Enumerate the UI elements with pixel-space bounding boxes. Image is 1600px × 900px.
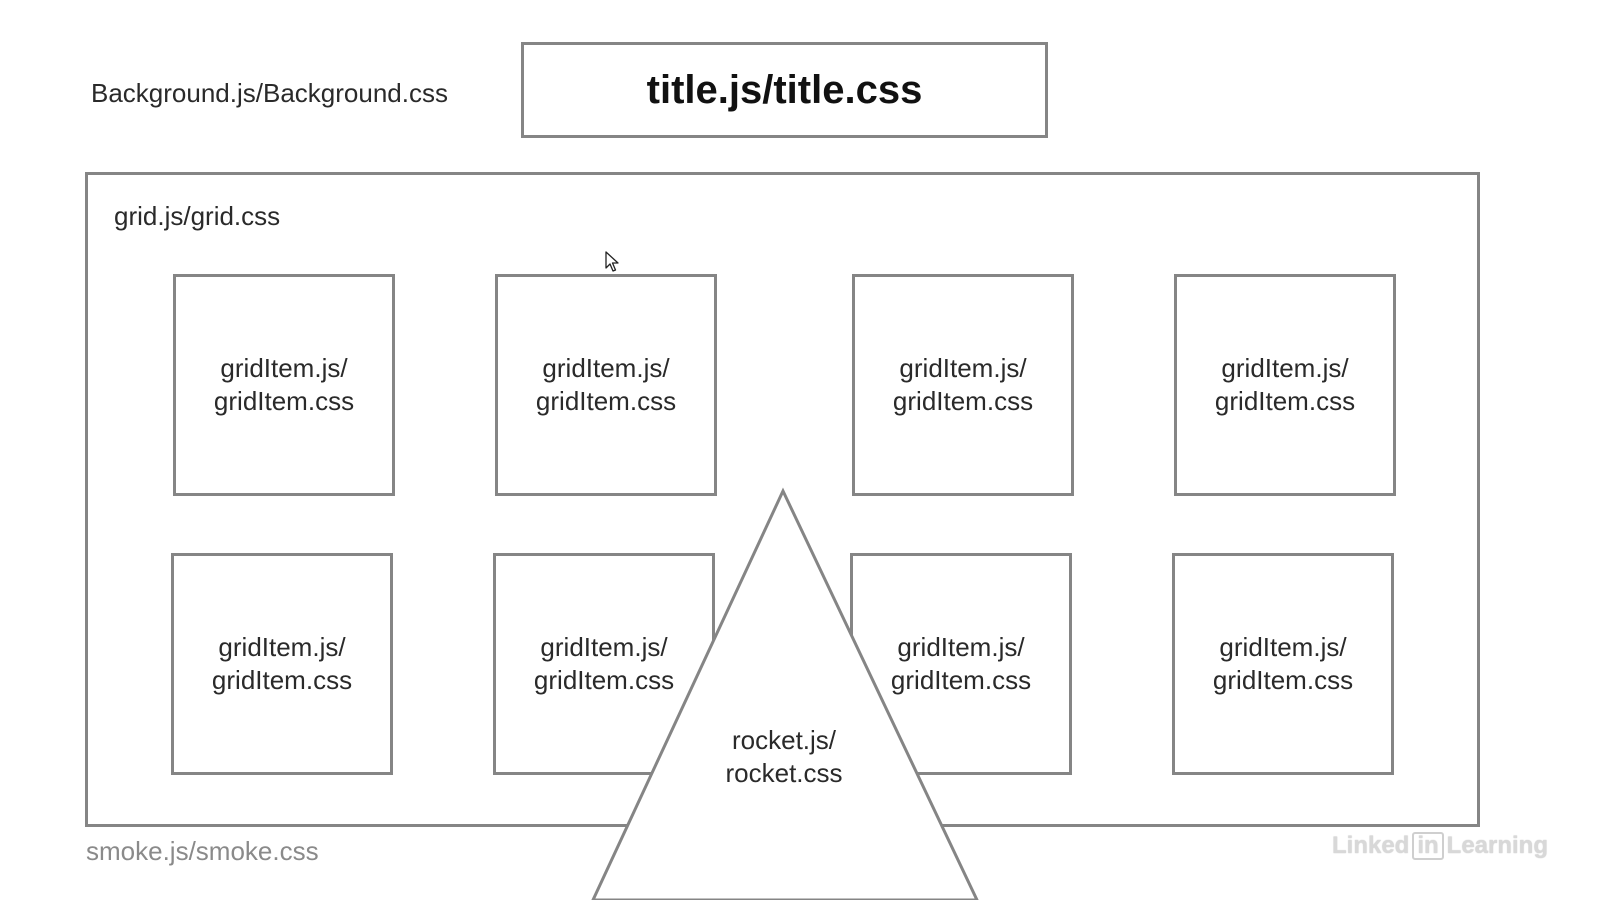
title-label: title.js/title.css xyxy=(646,67,923,112)
smoke-label: smoke.js/smoke.css xyxy=(86,836,319,866)
grid-item-line2: gridItem.css xyxy=(1214,386,1356,416)
grid-item-line1: gridItem.js/ xyxy=(1221,353,1349,383)
grid-item: gridItem.js/ gridItem.css xyxy=(852,274,1074,496)
grid-item: gridItem.js/ gridItem.css xyxy=(171,553,393,775)
grid-label: grid.js/grid.css xyxy=(114,201,281,231)
watermark-suffix: Learning xyxy=(1446,832,1548,859)
grid-item: gridItem.js/ gridItem.css xyxy=(493,553,715,775)
grid-item-line1: gridItem.js/ xyxy=(220,353,348,383)
grid-item-line1: gridItem.js/ xyxy=(1219,632,1347,662)
watermark-prefix: Linked xyxy=(1331,832,1410,859)
mouse-pointer-icon xyxy=(605,251,619,272)
grid-item-line2: gridItem.css xyxy=(211,665,353,695)
grid-item: gridItem.js/ gridItem.css xyxy=(173,274,395,496)
rocket-label-line2: rocket.css xyxy=(725,758,843,788)
grid-item-line2: gridItem.css xyxy=(892,386,1034,416)
grid-item-line1: gridItem.js/ xyxy=(899,353,1027,383)
grid-item: gridItem.js/ gridItem.css xyxy=(1174,274,1396,496)
grid-item: gridItem.js/ gridItem.css xyxy=(495,274,717,496)
grid-item: gridItem.js/ gridItem.css xyxy=(1172,553,1394,775)
grid-item-line2: gridItem.css xyxy=(533,665,675,695)
grid-item-line1: gridItem.js/ xyxy=(542,353,670,383)
rocket-label: rocket.js/ rocket.css xyxy=(684,724,884,790)
rocket-label-line1: rocket.js/ xyxy=(731,725,837,755)
grid-item-line1: gridItem.js/ xyxy=(218,632,346,662)
linkedin-learning-watermark: Linked in Learning xyxy=(1332,832,1548,860)
grid-item-line1: gridItem.js/ xyxy=(897,632,1025,662)
grid-item-line1: gridItem.js/ xyxy=(540,632,668,662)
grid-item-line2: gridItem.css xyxy=(213,386,355,416)
grid-item-line2: gridItem.css xyxy=(890,665,1032,695)
background-label: Background.js/Background.css xyxy=(91,78,448,108)
grid-item-line2: gridItem.css xyxy=(535,386,677,416)
watermark-badge: in xyxy=(1412,832,1444,860)
title-box: title.js/title.css xyxy=(521,42,1048,138)
grid-item-line2: gridItem.css xyxy=(1212,665,1354,695)
